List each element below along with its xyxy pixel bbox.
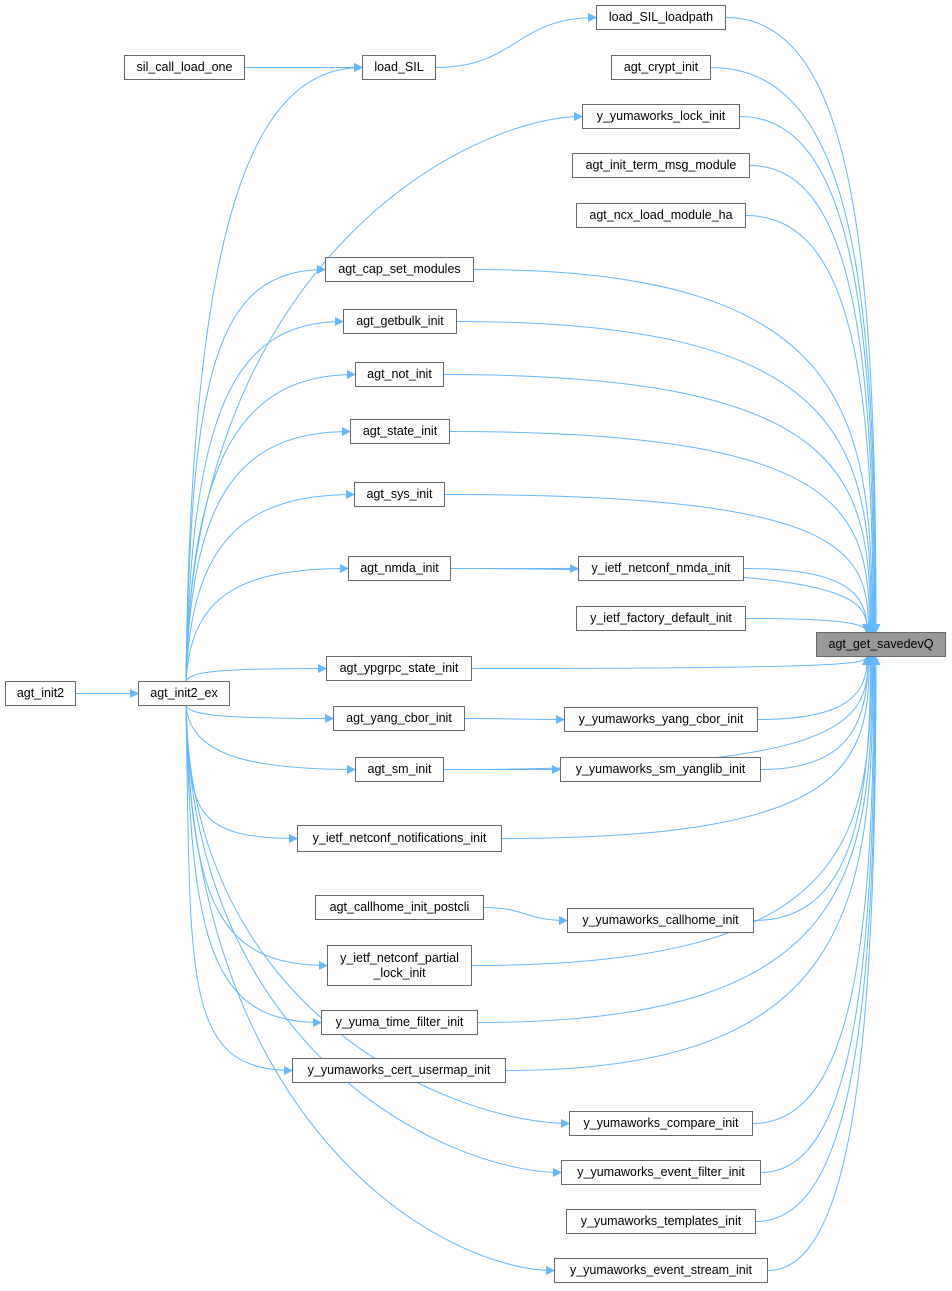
edge-agt_init2_ex-to-y_yumaworks_event_stream_init: [185, 705, 555, 1275]
node-y-yumaworks-event-stream-init[interactable]: y_yumaworks_event_stream_init: [554, 1258, 768, 1283]
node-y-ietf-factory-default-init[interactable]: y_ietf_factory_default_init: [576, 606, 746, 631]
edge-load_SIL-to-load_SIL_loadpath: [435, 13, 597, 68]
node-y-yumaworks-yang-cbor-init[interactable]: y_yumaworks_yang_cbor_init: [564, 707, 758, 732]
node-agt-crypt-init[interactable]: agt_crypt_init: [611, 55, 711, 80]
edge-y_ietf_netconf_partial_lock_init-to-agt_get_savedevQ: [471, 656, 876, 966]
node-load-SIL-loadpath[interactable]: load_SIL_loadpath: [596, 5, 726, 30]
node-agt-nmda-init[interactable]: agt_nmda_init: [348, 556, 451, 581]
node-agt-state-init[interactable]: agt_state_init: [350, 419, 450, 444]
node-agt-ypgrpc-state-init[interactable]: agt_ypgrpc_state_init: [326, 656, 472, 681]
node-agt-callhome-init-postcli[interactable]: agt_callhome_init_postcli: [315, 895, 484, 920]
node-agt-get-savedevQ[interactable]: agt_get_savedevQ: [816, 632, 946, 657]
edge-agt_init_term_msg_module-to-agt_get_savedevQ: [749, 165, 879, 633]
edge-agt_callhome_init_postcli-to-y_yumaworks_callhome_init: [483, 907, 568, 925]
edge-agt_getbulk_init-to-agt_get_savedevQ: [456, 321, 876, 633]
edge-agt_init2_ex-to-agt_sm_init: [185, 705, 356, 774]
edge-agt_state_init-to-agt_get_savedevQ: [449, 431, 875, 633]
edge-agt_init2_ex-to-agt_getbulk_init: [185, 317, 344, 682]
node-y-yumaworks-lock-init[interactable]: y_yumaworks_lock_init: [582, 104, 740, 129]
node-y-ietf-netconf-partial-lock-init[interactable]: y_ietf_netconf_partial _lock_init: [327, 945, 472, 986]
node-y-yumaworks-templates-init[interactable]: y_yumaworks_templates_init: [566, 1209, 756, 1234]
edge-agt_init2_ex-to-y_yuma_time_filter_init: [185, 705, 322, 1027]
edge-agt_init2_ex-to-load_SIL: [185, 63, 363, 682]
edge-agt_init2_ex-to-agt_yang_cbor_init: [185, 705, 334, 723]
edge-agt_init2_ex-to-y_ietf_netconf_notifications_init: [185, 705, 298, 843]
node-y-yumaworks-sm-yanglib-init[interactable]: y_yumaworks_sm_yanglib_init: [560, 757, 761, 782]
edge-y_ietf_netconf_nmda_init-to-agt_get_savedevQ: [743, 568, 872, 633]
node-y-ietf-netconf-notifications-init[interactable]: y_ietf_netconf_notifications_init: [297, 825, 502, 852]
edge-agt_cap_set_modules-to-agt_get_savedevQ: [473, 269, 877, 633]
node-agt-yang-cbor-init[interactable]: agt_yang_cbor_init: [333, 706, 465, 731]
edge-agt_init2_ex-to-agt_nmda_init: [185, 564, 349, 682]
node-y-yumaworks-compare-init[interactable]: y_yumaworks_compare_init: [569, 1111, 753, 1136]
edge-agt_ncx_load_module_ha-to-agt_get_savedevQ: [745, 215, 878, 633]
edge-y_yumaworks_callhome_init-to-agt_get_savedevQ: [753, 656, 876, 921]
edge-agt_init2_ex-to-agt_state_init: [185, 427, 351, 682]
node-agt-init2-ex[interactable]: agt_init2_ex: [138, 681, 230, 706]
edge-agt_init2_ex-to-agt_cap_set_modules: [185, 265, 326, 682]
edge-y_yumaworks_templates_init-to-agt_get_savedevQ: [755, 656, 881, 1222]
node-y-yumaworks-cert-usermap-init[interactable]: y_yumaworks_cert_usermap_init: [292, 1058, 506, 1083]
edge-y_yumaworks_compare_init-to-agt_get_savedevQ: [752, 656, 879, 1124]
node-agt-cap-set-modules[interactable]: agt_cap_set_modules: [325, 257, 474, 282]
node-agt-init-term-msg-module[interactable]: agt_init_term_msg_module: [572, 153, 750, 178]
edge-y_ietf_netconf_notifications_init-to-agt_get_savedevQ: [501, 656, 874, 839]
edge-agt_init2_ex-to-y_yumaworks_cert_usermap_init: [185, 705, 293, 1075]
node-y-yumaworks-event-filter-init[interactable]: y_yumaworks_event_filter_init: [561, 1160, 761, 1185]
edge-y_yumaworks_lock_init-to-agt_get_savedevQ: [739, 116, 880, 633]
edge-agt_sys_init-to-agt_get_savedevQ: [444, 494, 873, 633]
edge-y_yumaworks_event_filter_init-to-agt_get_savedevQ: [760, 656, 880, 1173]
node-agt-sys-init[interactable]: agt_sys_init: [354, 482, 445, 507]
edge-load_SIL_loadpath-to-agt_get_savedevQ: [725, 17, 881, 633]
edge-y_yuma_time_filter_init-to-agt_get_savedevQ: [477, 656, 877, 1023]
edge-agt_init2_ex-to-agt_not_init: [185, 370, 356, 682]
node-agt-getbulk-init[interactable]: agt_getbulk_init: [343, 309, 457, 334]
edge-agt_init2_ex-to-y_yumaworks_lock_init: [185, 112, 583, 682]
edge-agt_yang_cbor_init-to-y_yumaworks_yang_cbor_init: [464, 714, 565, 724]
node-agt-init2[interactable]: agt_init2: [5, 681, 76, 706]
edge-y_yumaworks_yang_cbor_init-to-agt_get_savedevQ: [757, 656, 872, 720]
node-agt-sm-init[interactable]: agt_sm_init: [355, 757, 444, 782]
edge-agt_ypgrpc_state_init-to-agt_get_savedevQ: [471, 656, 871, 669]
edge-y_yumaworks_sm_yanglib_init-to-agt_get_savedevQ: [760, 656, 873, 770]
edge-agt_init2_ex-to-agt_ypgrpc_state_init: [185, 664, 327, 682]
edge-y_ietf_factory_default_init-to-agt_get_savedevQ: [745, 618, 871, 633]
edge-agt_crypt_init-to-agt_get_savedevQ: [710, 67, 881, 633]
node-agt-not-init[interactable]: agt_not_init: [355, 362, 444, 387]
node-load-SIL[interactable]: load_SIL: [362, 55, 436, 80]
edge-agt_init2_ex-to-agt_sys_init: [185, 490, 355, 682]
edge-y_yumaworks_event_stream_init-to-agt_get_savedevQ: [767, 656, 881, 1271]
node-agt-ncx-load-module-ha[interactable]: agt_ncx_load_module_ha: [576, 203, 746, 228]
edge-agt_not_init-to-agt_get_savedevQ: [443, 374, 875, 633]
node-y-ietf-netconf-nmda-init[interactable]: y_ietf_netconf_nmda_init: [578, 556, 744, 581]
node-y-yuma-time-filter-init[interactable]: y_yuma_time_filter_init: [321, 1010, 478, 1035]
edge-y_yumaworks_cert_usermap_init-to-agt_get_savedevQ: [505, 656, 878, 1071]
node-sil-call-load-one[interactable]: sil_call_load_one: [124, 55, 245, 80]
node-y-yumaworks-callhome-init[interactable]: y_yumaworks_callhome_init: [567, 908, 754, 933]
